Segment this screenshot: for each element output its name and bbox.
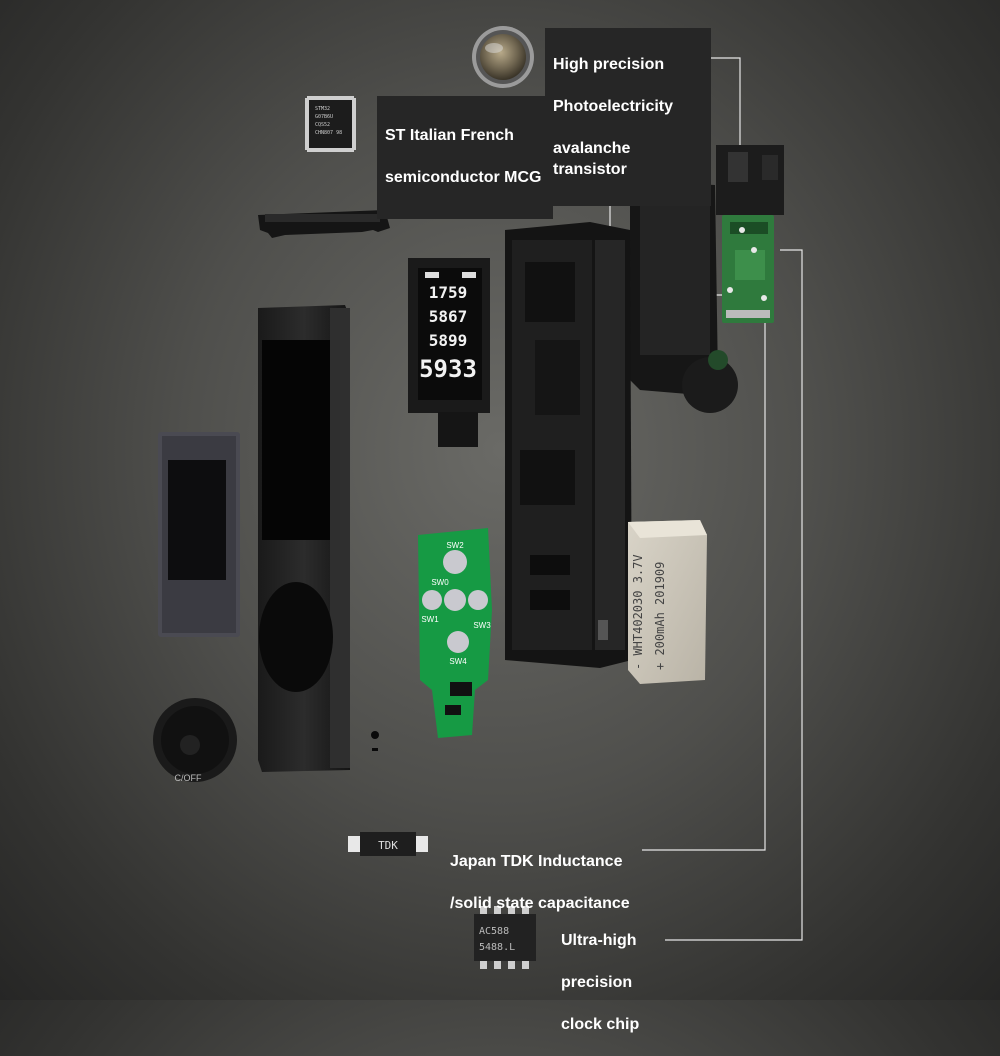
callout-avalanche-line2: Photoelectricity xyxy=(553,98,674,115)
callout-mcu-line1: ST Italian French xyxy=(385,127,514,144)
clock-marking-1: AC588 xyxy=(479,926,509,937)
battery-label-line1: - WHT402030 3.7V xyxy=(631,554,645,670)
callout-avalanche-line1: High precision xyxy=(553,56,665,73)
tdk-inductor-icon: TDK xyxy=(348,832,428,856)
callout-tdk-inductance: Japan TDK Inductance /solid state capaci… xyxy=(450,830,650,935)
battery-label-line2: + 200mAh 201909 xyxy=(653,562,667,670)
laser-receiver-assembly xyxy=(716,145,784,323)
callout-tdk-line1: Japan TDK Inductance xyxy=(450,853,623,870)
callout-mcu-line2: semiconductor MCG xyxy=(385,169,542,186)
lcd-reading-1: 1759 xyxy=(429,283,468,302)
lcd-reading-4: 5933 xyxy=(419,355,477,383)
pcb-switch-sw2: SW2 xyxy=(446,541,464,550)
button-off-label: C/OFF xyxy=(175,773,202,783)
exploded-view-diagram: - WHT402030 3.7V + 200mAh 201909 1759 58… xyxy=(153,26,803,969)
callout-tdk-line2: /solid state capacitance xyxy=(450,895,630,912)
tdk-leader-line xyxy=(642,300,766,851)
pcb-switch-sw1: SW1 xyxy=(421,615,439,624)
lcd-display-module: 1759 5867 5899 5933 xyxy=(408,258,490,447)
callout-clock-line1: Ultra-high xyxy=(561,932,637,949)
mcu-marking-4: CHN807 98 xyxy=(315,130,342,136)
pcb-switch-sw4: SW4 xyxy=(449,657,467,666)
tdk-marking: TDK xyxy=(378,839,398,852)
battery-holder-frame xyxy=(630,182,738,413)
lithium-battery: - WHT402030 3.7V + 200mAh 201909 xyxy=(628,520,707,684)
internal-frame xyxy=(505,222,632,668)
clock-chip-icon: AC588 5488.L xyxy=(474,906,536,969)
callout-clock-line2: precision xyxy=(561,974,633,991)
clock-marking-2: 5488.L xyxy=(479,942,515,953)
display-cover-panel xyxy=(158,432,240,637)
lcd-reading-2: 5867 xyxy=(429,307,468,326)
callout-avalanche-transistor: High precision Photoelectricity avalanch… xyxy=(545,28,711,206)
avalanche-photodiode-icon xyxy=(472,26,534,88)
top-cover-part xyxy=(258,210,390,238)
mcu-marking-2: G07B6U xyxy=(315,114,333,120)
callout-clock-chip: Ultra-high precision clock chip xyxy=(561,909,661,1056)
pcb-switch-sw0: SW0 xyxy=(431,578,449,587)
keypad-pcb: SW2 SW0 SW1 SW3 SW4 xyxy=(418,528,492,738)
clock-leader-line xyxy=(665,249,803,941)
lcd-reading-3: 5899 xyxy=(429,331,468,350)
mcu-marking-1: STM32 xyxy=(315,106,330,112)
callout-avalanche-line3: avalanche transistor xyxy=(553,140,631,178)
mcu-marking-3: CQS52 xyxy=(315,122,330,128)
pcb-switch-sw3: SW3 xyxy=(473,621,491,630)
callout-mcu: ST Italian French semiconductor MCG xyxy=(377,96,553,219)
callout-clock-line3: clock chip xyxy=(561,1016,640,1033)
outer-housing xyxy=(258,305,379,772)
button-cap: C/OFF xyxy=(153,698,237,783)
mcu-chip-icon: STM32 G07B6U CQS52 CHN807 98 xyxy=(305,96,356,152)
